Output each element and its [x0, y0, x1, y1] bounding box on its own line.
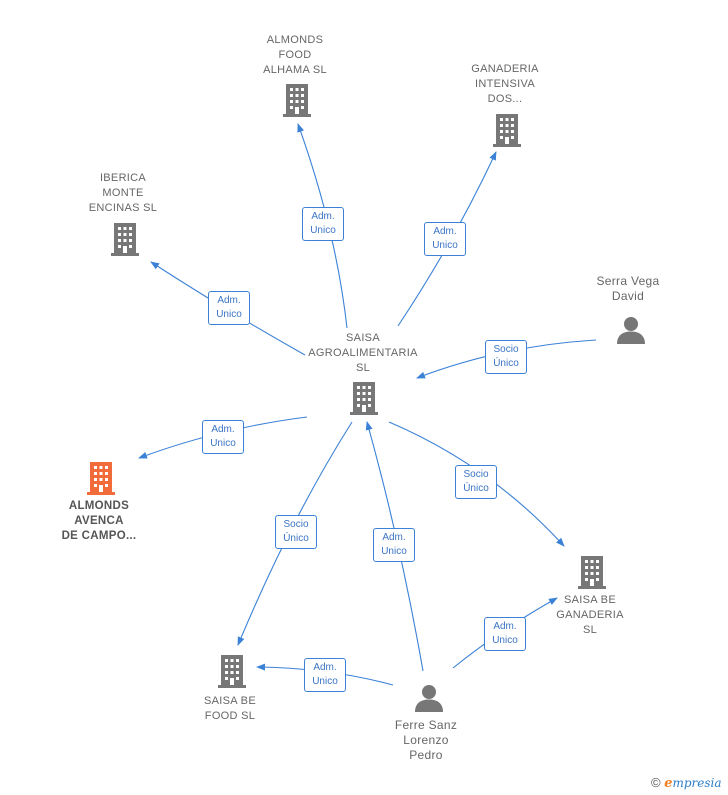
building-icon — [283, 84, 311, 117]
edge-label-line: Socio — [493, 344, 519, 355]
node-label-line: AGROALIMENTARIA — [308, 347, 418, 359]
copyright-symbol: © — [651, 775, 661, 790]
node-almonds-food-alhama[interactable]: ALMONDS FOOD ALHAMA SL — [230, 33, 360, 78]
node-label-line: FOOD — [278, 49, 312, 61]
node-saisa-be-ganaderia[interactable]: SAISA BE GANADERIA SL — [525, 593, 655, 638]
node-label-line: SL — [355, 362, 371, 374]
edge-label-saisa-saisa-food[interactable]: Socio Único — [275, 515, 317, 549]
node-label-line: SL — [582, 624, 598, 636]
edge-label-line: Unico — [312, 676, 338, 687]
node-label-line: David — [611, 289, 645, 303]
edge-label-line: Único — [283, 533, 309, 544]
edge-label-line: Adm. — [313, 662, 337, 673]
node-label-line: DE CAMPO... — [61, 530, 137, 542]
edge-label-line: Único — [463, 483, 489, 494]
node-label-line: MONTE — [102, 187, 144, 199]
node-label-line: DOS... — [487, 93, 523, 105]
node-label-line: AVENCA — [74, 515, 124, 527]
node-label-line: Lorenzo — [403, 733, 449, 747]
edge-label-ferre-saisa-food[interactable]: Adm. Unico — [304, 658, 346, 692]
brand-watermark: © empresia — [651, 775, 722, 791]
building-icon — [111, 223, 139, 256]
edge-label-line: Único — [493, 358, 519, 369]
node-label-line: SAISA BE — [204, 695, 256, 707]
edge-label-line: Unico — [432, 240, 458, 251]
building-icon — [493, 114, 521, 147]
node-label-line: SAISA — [346, 332, 380, 344]
node-saisa-be-food[interactable]: SAISA BE FOOD SL — [165, 694, 295, 724]
node-label-line: ALMONDS — [266, 34, 324, 46]
edge-label-ferre-saisa[interactable]: Adm. Unico — [373, 528, 415, 562]
node-almonds-avenca[interactable]: ALMONDS AVENCA DE CAMPO... — [34, 499, 164, 544]
node-label-line: ALMONDS — [68, 500, 130, 512]
edge-label-line: Adm. — [493, 621, 517, 632]
edge-label-line: Adm. — [311, 211, 335, 222]
edge-label-line: Unico — [310, 225, 336, 236]
node-label-line: FOOD SL — [204, 710, 256, 722]
building-icon — [218, 655, 246, 688]
building-icon — [87, 462, 115, 495]
edge-label-line: Socio — [463, 469, 489, 480]
brand-e-letter: e — [664, 776, 673, 791]
edge-label-serra-saisa[interactable]: Socio Único — [485, 340, 527, 374]
node-label-line: IBERICA — [99, 172, 147, 184]
edge-label-saisa-avenca[interactable]: Adm. Unico — [202, 420, 244, 454]
edge-label-line: Socio — [283, 519, 309, 530]
building-icon — [578, 556, 606, 589]
edge-label-line: Unico — [381, 546, 407, 557]
brand-name: mpresia — [672, 776, 722, 790]
node-saisa-agroalimentaria[interactable]: SAISA AGROALIMENTARIA SL — [298, 331, 428, 376]
edge-label-ferre-saisa-ganaderia[interactable]: Adm. Unico — [484, 617, 526, 651]
person-icon — [617, 317, 645, 344]
edge-label-saisa-ganaderia-intensiva[interactable]: Adm. Unico — [424, 222, 466, 256]
node-label-line: INTENSIVA — [475, 78, 535, 90]
node-label-line: SAISA BE — [564, 594, 616, 606]
node-label-line: Ferre Sanz — [394, 718, 458, 732]
edge-label-saisa-saisa-ganaderia[interactable]: Socio Único — [455, 465, 497, 499]
edge-label-saisa-iberica[interactable]: Adm. Unico — [208, 291, 250, 325]
edge-label-saisa-alhama[interactable]: Adm. Unico — [302, 207, 344, 241]
node-label-line: GANADERIA — [556, 609, 624, 621]
node-iberica-monte-encinas[interactable]: IBERICA MONTE ENCINAS SL — [58, 171, 188, 216]
node-label-line: ALHAMA SL — [263, 64, 327, 76]
node-label-line: ENCINAS SL — [88, 202, 158, 214]
node-label-line: Serra Vega — [596, 274, 660, 288]
node-ganaderia-intensiva[interactable]: GANADERIA INTENSIVA DOS... — [440, 62, 570, 107]
node-label-line: GANADERIA — [471, 63, 539, 75]
edge-label-line: Adm. — [433, 226, 457, 237]
edge-label-line: Unico — [210, 438, 236, 449]
edge-label-line: Adm. — [217, 295, 241, 306]
edge-label-line: Adm. — [382, 532, 406, 543]
node-serra-vega-david[interactable]: Serra Vega David — [563, 274, 693, 304]
edge-label-line: Adm. — [211, 424, 235, 435]
node-label-line: Pedro — [409, 748, 443, 762]
person-icon — [415, 685, 443, 712]
edge-label-line: Unico — [492, 635, 518, 646]
edge-label-line: Unico — [216, 309, 242, 320]
building-icon — [350, 382, 378, 415]
node-ferre-sanz-lorenzo-pedro[interactable]: Ferre Sanz Lorenzo Pedro — [361, 718, 491, 763]
